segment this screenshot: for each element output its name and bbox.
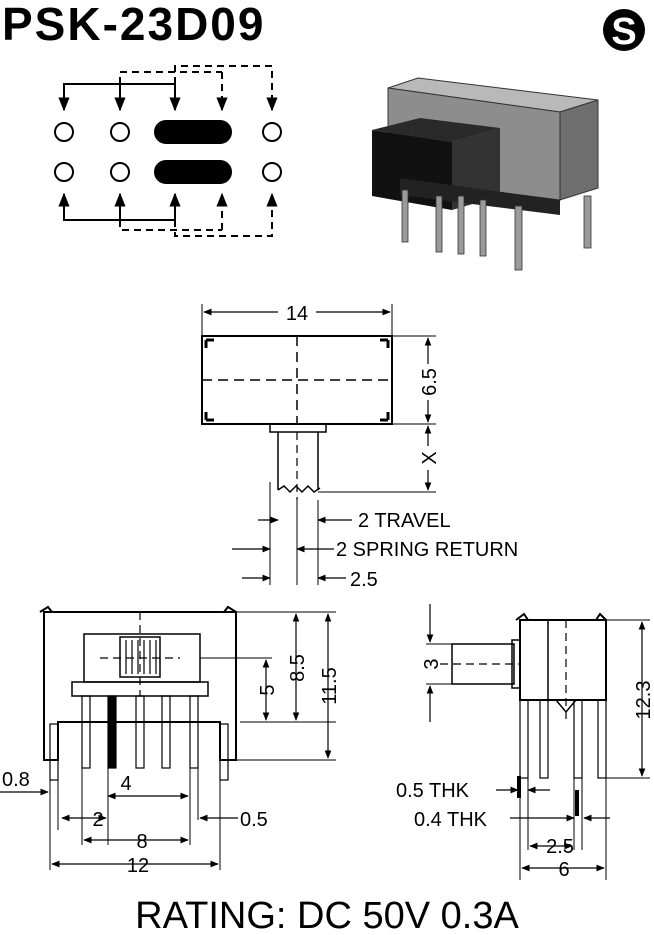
dim-front-pin-width: 0.8	[2, 769, 30, 791]
brand-logo-letter: S	[611, 11, 636, 53]
dim-side-w2: 6	[558, 859, 569, 881]
dim-side-w1: 2.5	[546, 836, 574, 858]
brand-logo: S	[603, 9, 645, 53]
dim-actuator-width: 2.5	[350, 569, 378, 591]
rating-label: RATING: DC 50V 0.3A	[135, 895, 519, 935]
product-photo	[372, 77, 599, 271]
dim-front-pitch4: 12	[127, 855, 149, 877]
dim-top-height: 6.5	[419, 368, 441, 396]
dim-side-thk2: 0.4 THK	[414, 809, 488, 831]
label-travel: 2 TRAVEL	[358, 510, 451, 532]
dim-side-h1: 3	[421, 658, 443, 669]
dim-side-h2: 12.3	[633, 681, 654, 720]
top-view	[201, 304, 436, 585]
dim-front-h2: 11.5	[319, 667, 341, 704]
label-spring-return: 2 SPRING RETURN	[336, 539, 518, 561]
dim-side-thk1: 0.5 THK	[396, 780, 470, 802]
dim-front-pitch2: 4	[120, 773, 131, 795]
side-view	[426, 604, 650, 880]
dim-front-h1: 8.5	[287, 654, 309, 682]
dim-front-gap: 0.5	[240, 809, 268, 831]
circuit-schematic	[54, 65, 282, 237]
dim-top-x: X	[419, 451, 441, 464]
dim-front-pitch3: 8	[136, 831, 147, 853]
dim-top-width: 14	[286, 303, 308, 325]
dim-front-pitch1: 2	[92, 809, 103, 831]
front-view	[0, 605, 336, 870]
dim-front-h3: 5	[257, 684, 279, 695]
model-title: PSK-23D09	[2, 0, 265, 50]
